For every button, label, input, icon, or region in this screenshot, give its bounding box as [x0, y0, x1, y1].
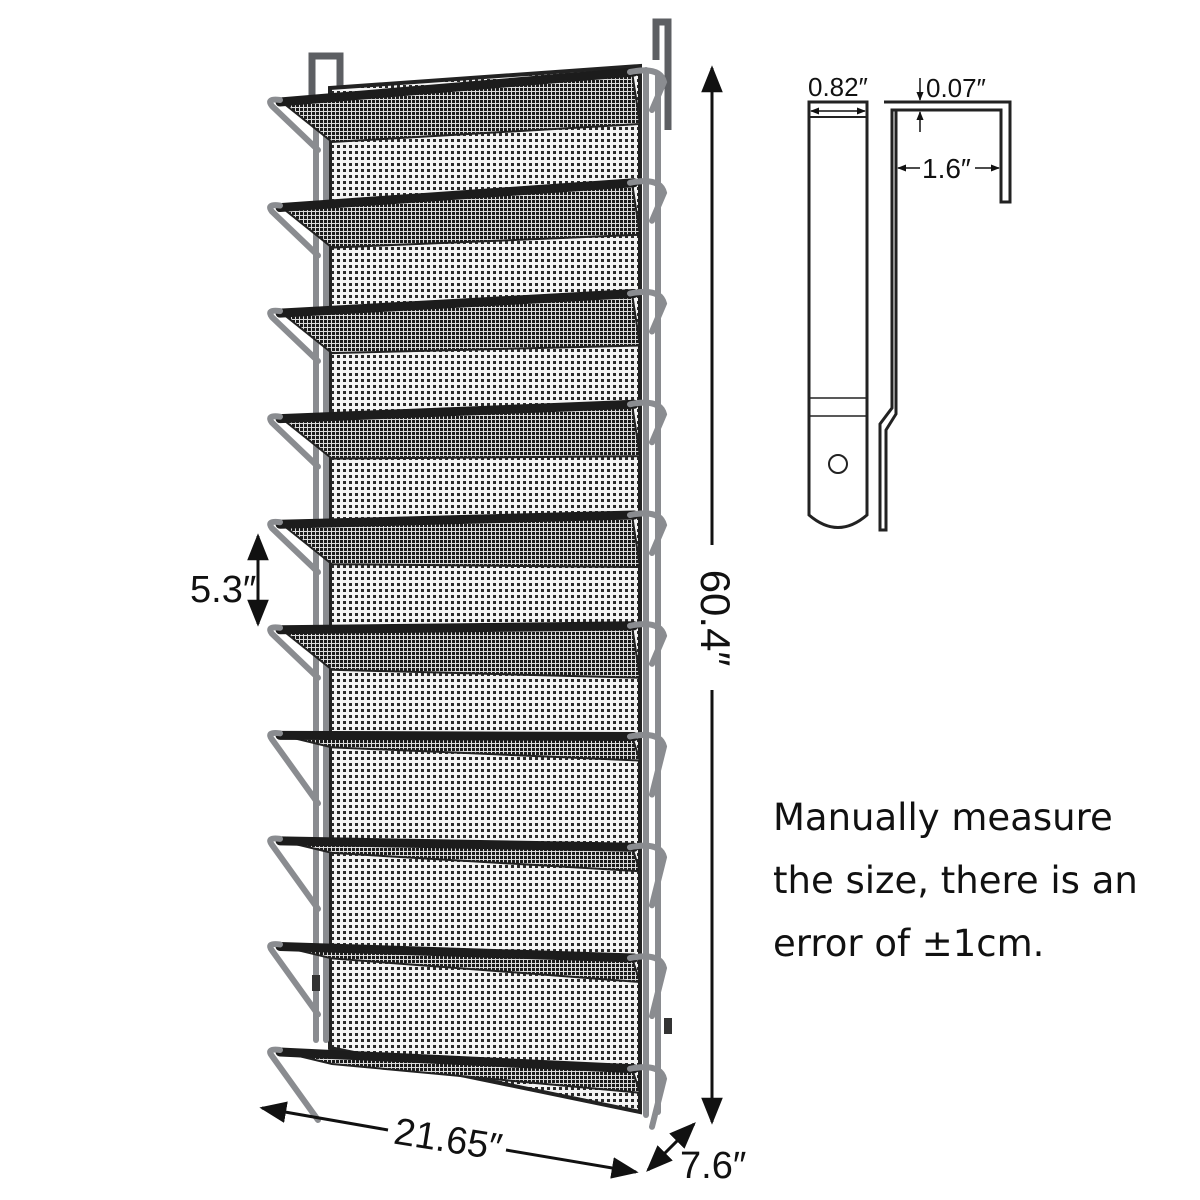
shelf-front-bar [275, 510, 639, 529]
shelf-right-frame-loop [627, 288, 668, 335]
shelf [267, 835, 668, 912]
shelf [267, 510, 668, 576]
width-dimension: 21.65″ [259, 1101, 639, 1179]
shelf-right-frame-loop [627, 621, 668, 667]
shelf-right-frame-loop [627, 731, 668, 798]
shelf-left-frame-loop [267, 835, 321, 912]
shelf-front-bar [275, 178, 639, 213]
shelf-front-bar [275, 621, 639, 635]
shelf-right-frame-loop [627, 1064, 668, 1130]
shelf-right-frame-loop [627, 953, 668, 1020]
shelves [267, 67, 668, 1130]
shelf [267, 1046, 668, 1130]
shelf-right-frame-loop [627, 67, 668, 113]
shoe-rack-illustration [267, 18, 672, 1130]
shelf [267, 941, 668, 1020]
hook-thickness-dimension: 0.07″ [916, 73, 986, 132]
shelf-left-frame-loop [267, 518, 321, 576]
depth-dimension: 7.6″ [646, 1122, 746, 1187]
left-door-hook [308, 52, 344, 98]
lower-left-clip [312, 975, 320, 991]
shelf-left-frame-loop [267, 413, 321, 470]
hook-side-view [878, 100, 1012, 532]
shelf-front-bar [275, 67, 639, 107]
right-door-hook [652, 18, 672, 130]
shelf-right-frame-loop [627, 178, 668, 224]
shelf-right-frame-loop [627, 510, 668, 557]
hook-front-view [807, 100, 869, 529]
depth-label: 7.6″ [680, 1145, 746, 1187]
shelf-left-frame-loop [267, 1046, 321, 1123]
hook-screw-hole [828, 454, 848, 474]
hook-depth-dimension: 1.6″ [897, 153, 1000, 184]
shelf-left-frame-loop [267, 96, 321, 153]
shelf-front-bar [275, 730, 639, 742]
note-line-1: Manually measure [773, 796, 1113, 839]
shelf-left-frame-loop [267, 307, 321, 365]
shelf-front-bar [275, 836, 639, 852]
shelf-front-bar [275, 399, 639, 424]
hook-width-dimension: 0.82″ [808, 72, 868, 115]
shelf [267, 621, 668, 681]
shelf [267, 729, 668, 807]
shelf-left-frame-loop [267, 729, 321, 807]
hook-width-label: 0.82″ [808, 72, 868, 102]
hook-thickness-label: 0.07″ [926, 73, 986, 103]
shelf-left-frame-loop [267, 202, 321, 259]
shelf [267, 67, 668, 153]
shelf-front-bar [275, 1047, 639, 1074]
shelf-spacing-label: 5.3″ [190, 569, 256, 611]
note-line-3: error of ±1cm. [773, 922, 1044, 965]
height-label: 60.4″ [692, 570, 739, 667]
shelf-left-frame-loop [267, 941, 321, 1018]
shelf-spacing-dimension: 5.3″ [190, 533, 269, 627]
shelf [267, 288, 668, 365]
note-line-2: the size, there is an [773, 859, 1138, 902]
shelf-right-frame-loop [627, 399, 668, 446]
shelf [267, 399, 668, 470]
shelf-front-bar [275, 289, 639, 318]
width-label: 21.65″ [391, 1111, 505, 1169]
shelf-left-frame-loop [267, 624, 321, 681]
shelf [267, 178, 668, 259]
hook-depth-label: 1.6″ [922, 153, 971, 184]
lower-right-clip [664, 1018, 672, 1034]
shelf-right-frame-loop [627, 842, 668, 909]
measurement-note: Manually measure the size, there is an e… [773, 796, 1138, 965]
height-dimension: 60.4″ [692, 65, 739, 1125]
shelf-front-bar [275, 941, 639, 963]
